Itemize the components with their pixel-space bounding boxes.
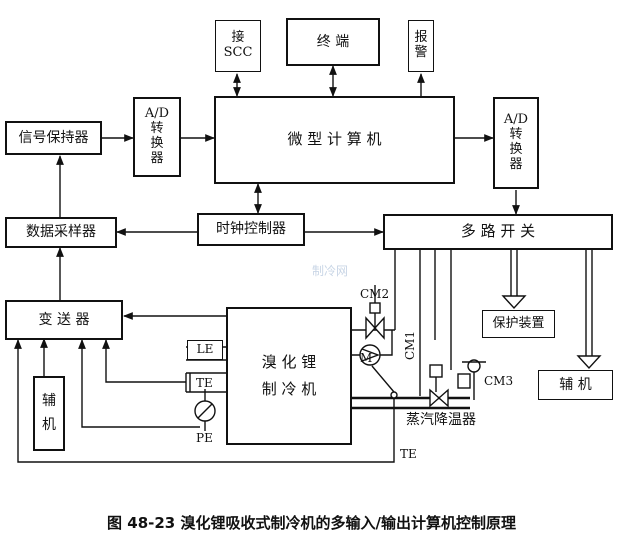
pe-label: PE [196,431,213,445]
clock-controller-text: 时钟控制器 [216,221,286,238]
le-sensor-box: LE [187,340,223,360]
aux-machine-left-box: 辅 机 [33,376,65,451]
le-label: LE [196,342,214,357]
chiller-box: 溴 化 锂 制 冷 机 [226,307,352,445]
cm2-label: CM2 [360,287,390,301]
cm1-label: CM1 [403,330,417,360]
protection-device-text: 保护装置 [492,315,545,331]
clock-controller-box: 时钟控制器 [197,213,305,246]
data-sampler-box: 数据采样器 [5,217,117,248]
signal-hold-text: 信号保持器 [18,129,89,146]
ad-converter-left: A/D 转 换 器 [133,97,181,177]
terminal-text: 终 端 [316,33,350,50]
watermark: 制冷网 [312,264,349,278]
figure-caption: 图 48-23 溴化锂吸收式制冷机的多输入/输出计算机控制原理 [107,514,516,532]
connect-scc-text: 接 SCC [223,30,253,60]
terminal-box: 终 端 [286,18,380,66]
m-label: M [360,351,373,365]
desuperheater-label: 蒸汽降温器 [406,412,476,428]
multi-switch-box: 多 路 开 关 [383,214,613,250]
alarm-box: 报 警 [408,20,434,72]
aux-machine-right-box: 辅 机 [538,370,613,400]
ad-converter-right: A/D 转 换 器 [493,97,539,189]
chiller-text: 溴 化 锂 制 冷 机 [261,353,317,398]
transmitter-box: 变 送 器 [5,300,123,340]
aux-machine-left-text: 辅 机 [42,392,56,433]
signal-hold-box: 信号保持器 [5,121,102,155]
protection-device-box: 保护装置 [482,310,555,338]
microcomputer-box: 微 型 计 算 机 [214,96,455,184]
ad-converter-right-text: A/D 转 换 器 [503,112,529,172]
connect-scc-box: 接 SCC [215,20,261,72]
aux-machine-right-text: 辅 机 [559,376,592,393]
data-sampler-text: 数据采样器 [26,224,96,241]
te-bottom-label: TE [400,447,417,461]
alarm-text: 报 警 [414,30,428,60]
ad-converter-left-text: A/D 转 换 器 [144,106,170,166]
multi-switch-text: 多 路 开 关 [460,222,536,241]
te-inner-label: TE [196,376,213,390]
cm3-label: CM3 [484,374,514,388]
transmitter-text: 变 送 器 [38,311,90,328]
microcomputer-text: 微 型 计 算 机 [287,130,382,149]
